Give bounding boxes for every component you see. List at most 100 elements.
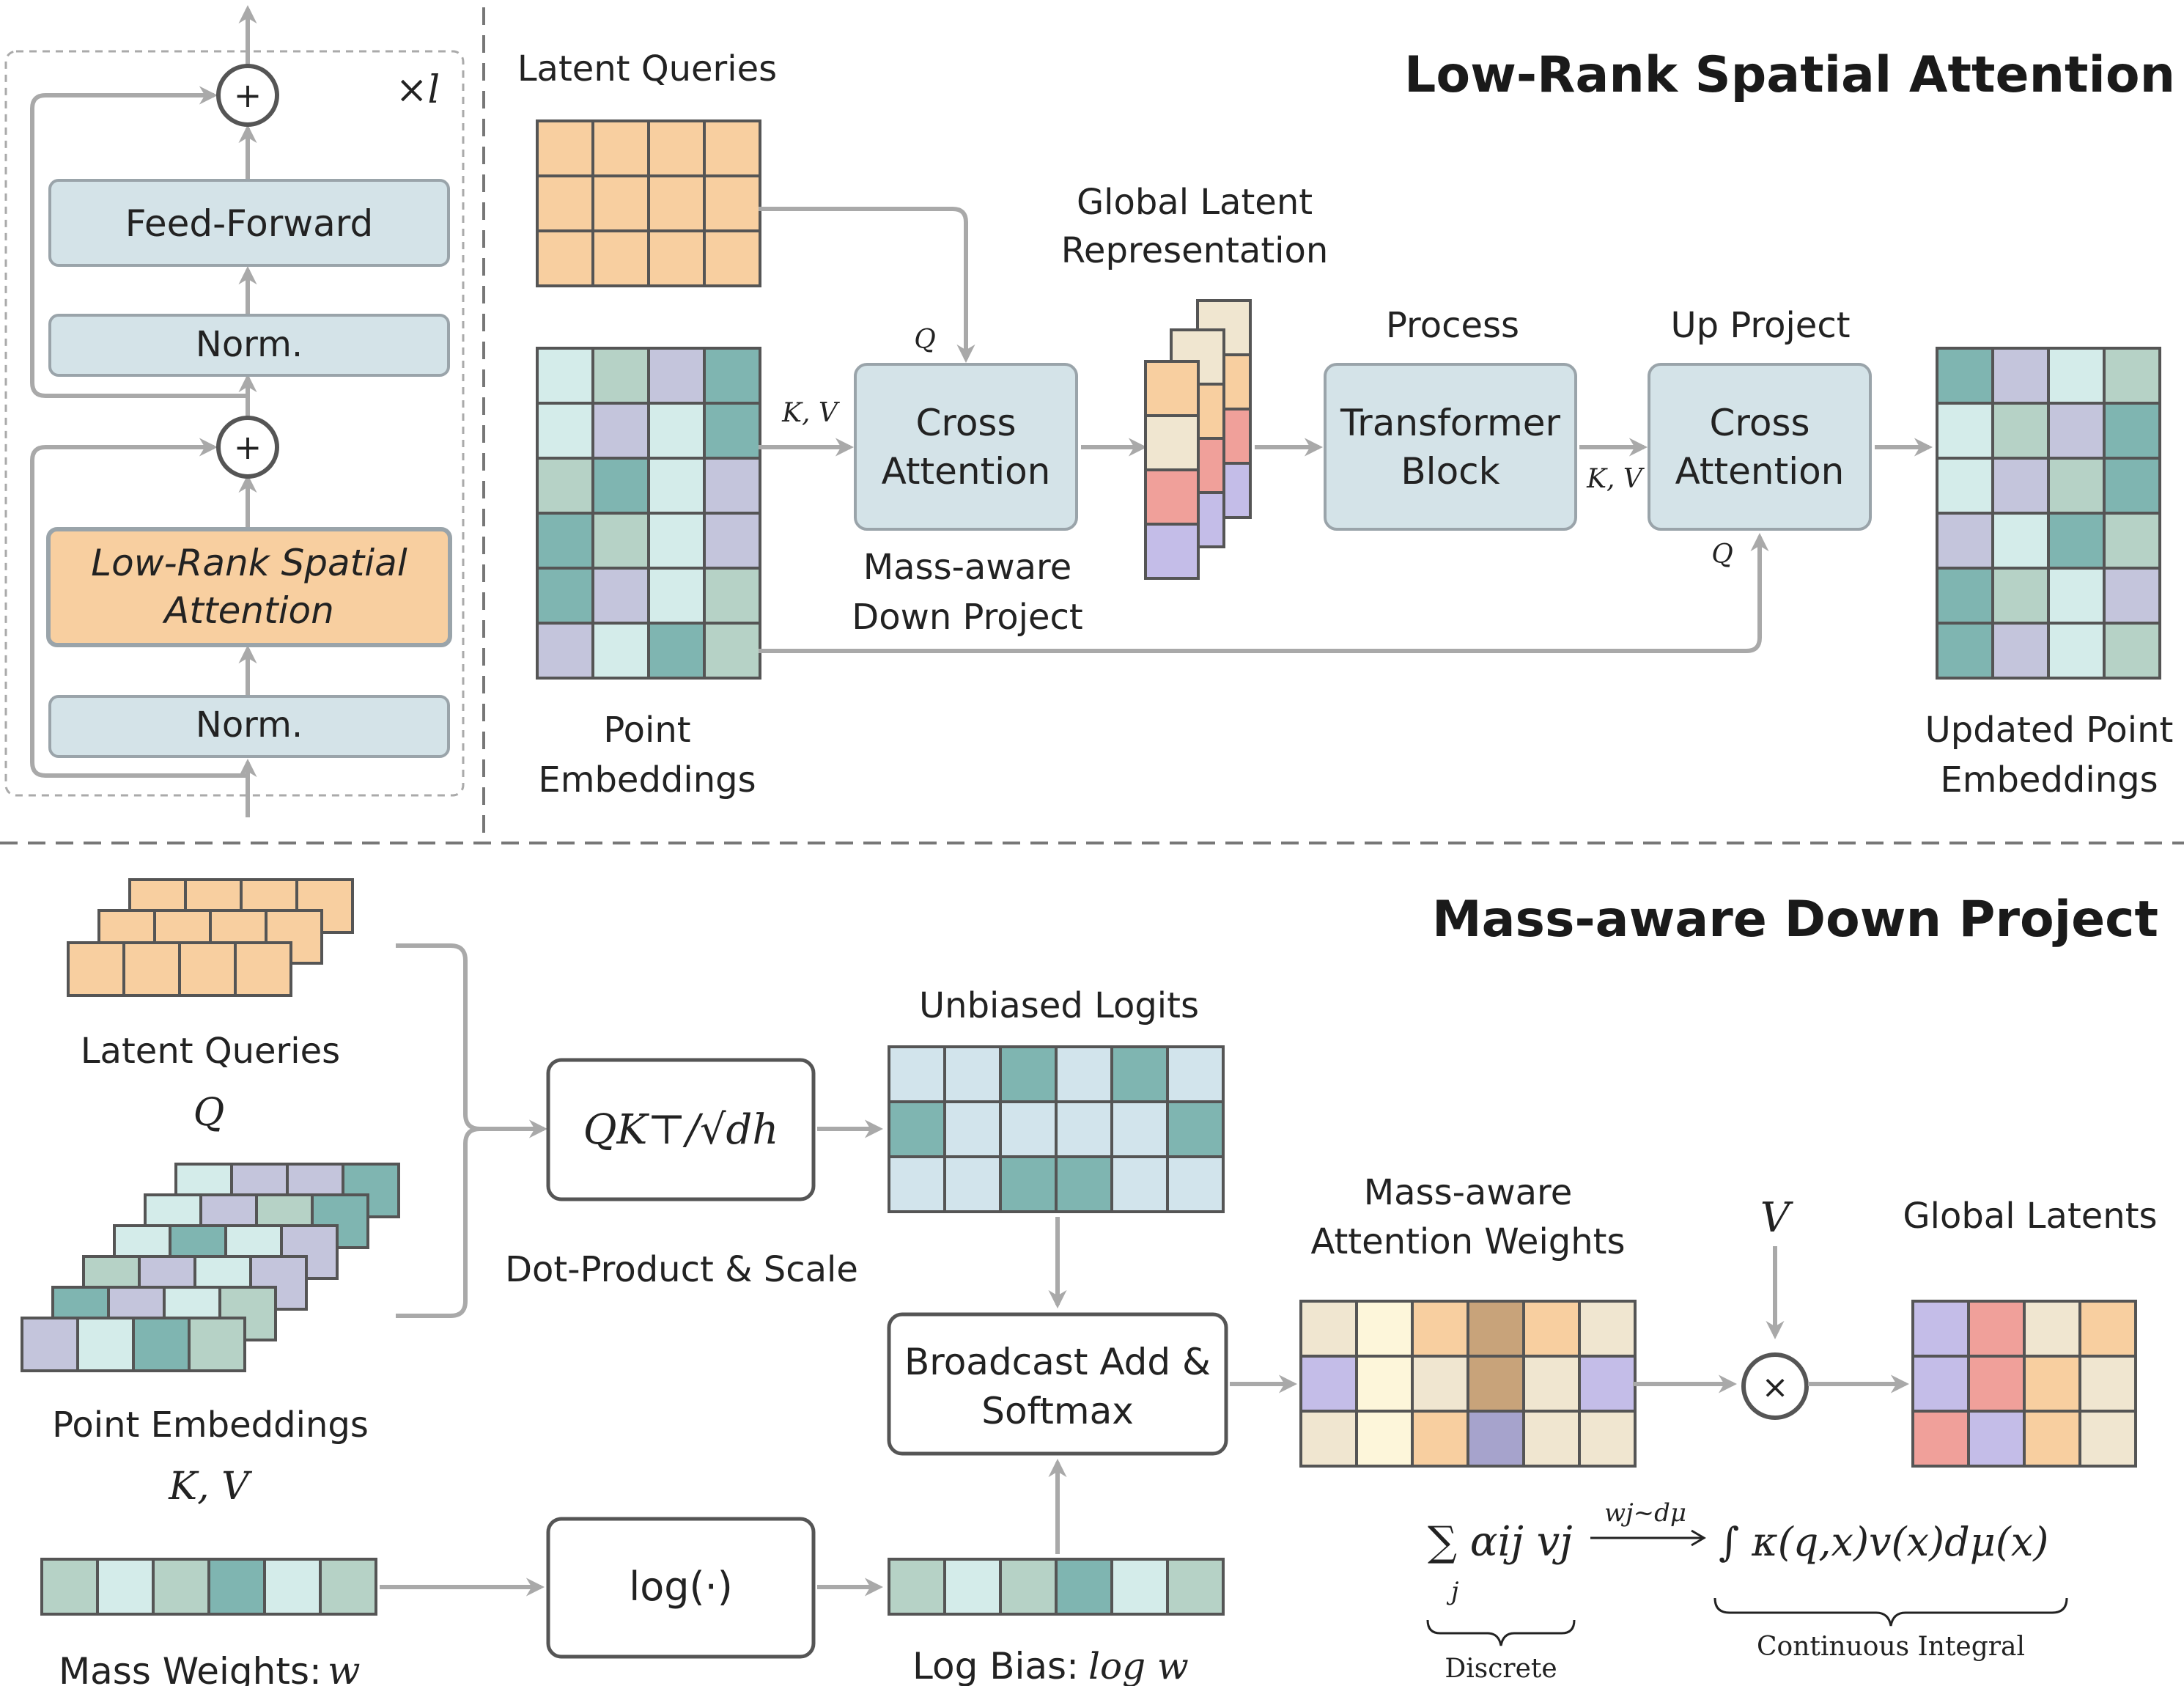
kv-label-top: K, V [781, 398, 841, 428]
attention-weight-cell [1522, 1410, 1581, 1468]
logit-cell [943, 1100, 1002, 1158]
mass-weights-label: Mass Weights: [59, 1650, 322, 1686]
attention-weight-cell [1467, 1300, 1525, 1358]
log-bias-label: Log Bias: [912, 1645, 1079, 1686]
point-embedding-cell [703, 567, 761, 625]
mass-weight-cell [152, 1558, 210, 1616]
logit-cell [1166, 1155, 1225, 1213]
latent-queries-stack-bottom [67, 878, 354, 997]
logit-cell [888, 1100, 946, 1158]
log-bias-math: log w [1088, 1645, 1189, 1686]
discrete-brace [1426, 1619, 1576, 1646]
discrete-label: Discrete [1445, 1654, 1557, 1684]
limit-arrow-head [1691, 1529, 1706, 1547]
point-embedding-strip-cell [132, 1317, 191, 1372]
updated-embedding-cell [2103, 622, 2161, 680]
mass-weight-cell [207, 1558, 266, 1616]
updated-embedding-cell [2103, 457, 2161, 515]
global-latent-cell-cell [1967, 1355, 2026, 1413]
discrete-sum-index: j [1446, 1577, 1459, 1606]
global-latent-cell-cell [2023, 1300, 2081, 1358]
updated-embedding-cell [1936, 457, 1994, 515]
updated-embedding-cell [1936, 347, 1994, 405]
top-title: Low-Rank Spatial Attention [1404, 46, 2175, 104]
point-embeddings-label-bottom: Point Embeddings [52, 1405, 369, 1446]
point-embeddings-grid-top [536, 347, 761, 680]
global-latent-cell [1144, 414, 1200, 471]
logit-cell [1166, 1045, 1225, 1103]
process-label: Process [1386, 305, 1519, 346]
dot-product-label: Dot-Product & Scale [505, 1249, 858, 1290]
point-embedding-cell [536, 512, 594, 570]
integral-formula: ∫ κ(q,x)v(x)dμ(x) [1719, 1519, 2048, 1565]
point-embedding-cell [536, 622, 594, 680]
point-embeddings-label-1: Point [603, 710, 690, 751]
log-bias-bar [888, 1558, 1225, 1616]
point-embedding-cell [591, 457, 650, 515]
attention-weight-cell [1522, 1300, 1581, 1358]
discrete-formula: ∑ αij vj [1428, 1518, 1573, 1566]
global-latent-cell-cell [2078, 1300, 2137, 1358]
norm-bottom-box [48, 695, 450, 758]
add-symbol-upper: + [234, 76, 262, 115]
cross-attention-up-label-1: Cross [1709, 402, 1809, 444]
global-latents-label: Global Latents [1903, 1196, 2157, 1237]
global-latents-grid [1911, 1300, 2137, 1468]
latent-query-strip-cell [67, 941, 125, 997]
updated-embedding-cell [1991, 512, 2050, 570]
mass-weight-cell [96, 1558, 155, 1616]
mass-weight-cell [263, 1558, 322, 1616]
logit-cell [943, 1155, 1002, 1213]
cross-attention-up-box [1648, 363, 1872, 531]
attention-weight-cell [1411, 1355, 1469, 1413]
latent-query-strip-cell [178, 941, 237, 997]
point-embedding-cell [703, 622, 761, 680]
logit-cell [1110, 1155, 1169, 1213]
attention-weight-cell [1411, 1300, 1469, 1358]
point-embedding-cell [536, 567, 594, 625]
norm-top-label: Norm. [196, 324, 303, 365]
multiply-symbol: × [1762, 1369, 1789, 1406]
logit-cell [999, 1045, 1058, 1103]
point-embedding-cell [536, 347, 594, 405]
continuous-brace [1713, 1597, 2068, 1627]
latent-query-strip-cell [122, 941, 181, 997]
lrsa-label-1: Low-Rank Spatial [91, 542, 407, 584]
point-embedding-cell [536, 402, 594, 460]
updated-embedding-cell [2103, 567, 2161, 625]
feed-forward-label: Feed-Forward [125, 202, 373, 245]
attention-weight-cell [1299, 1410, 1358, 1468]
mass-weight-cell [40, 1558, 99, 1616]
point-embedding-strip-cell [21, 1317, 79, 1372]
updated-embedding-cell [1991, 457, 2050, 515]
point-embedding-cell [591, 512, 650, 570]
updated-embedding-cell [2103, 402, 2161, 460]
point-embedding-cell [703, 457, 761, 515]
log-box [546, 1517, 816, 1659]
latent-query-cell [591, 119, 650, 177]
point-embeddings-stack-bottom [21, 1163, 400, 1372]
logit-cell [1055, 1100, 1113, 1158]
layer-dashed-frame [4, 50, 465, 797]
updated-embedding-cell [2047, 457, 2106, 515]
global-latent-cell-cell [1967, 1300, 2026, 1358]
norm-top-box [48, 314, 450, 377]
updated-embedding-cell [1936, 622, 1994, 680]
logit-cell [1166, 1100, 1225, 1158]
point-embedding-cell [647, 402, 706, 460]
norm-bottom-label: Norm. [196, 704, 303, 746]
attn-weights-label-2: Attention Weights [1310, 1221, 1625, 1262]
point-embedding-cell [591, 347, 650, 405]
unbiased-logits-grid [888, 1045, 1225, 1213]
point-embedding-cell [647, 567, 706, 625]
attention-weight-cell [1467, 1410, 1525, 1468]
repeat-label: ×l [396, 68, 440, 112]
log-bias-cell [1166, 1558, 1225, 1616]
attention-weight-cell [1522, 1355, 1581, 1413]
feed-forward-box [48, 179, 450, 267]
updated-embedding-cell [1936, 567, 1994, 625]
up-project-label: Up Project [1670, 305, 1850, 346]
broadcast-label-1: Broadcast Add & [904, 1341, 1211, 1383]
logit-cell [888, 1045, 946, 1103]
